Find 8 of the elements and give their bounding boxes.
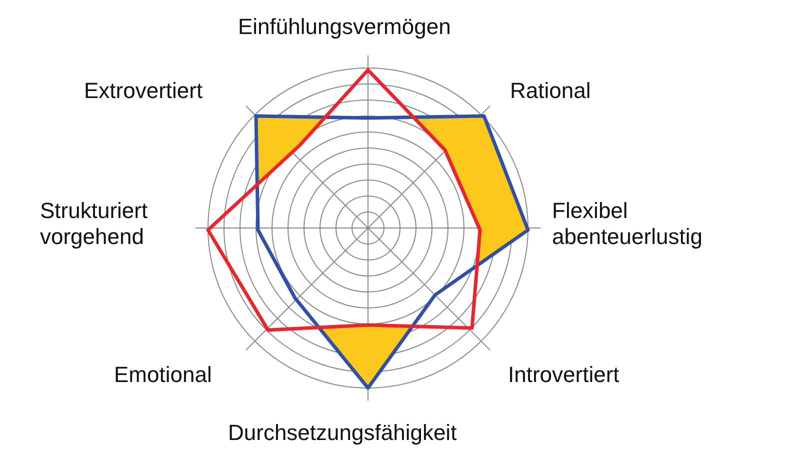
axis-label: Durchsetzungsfähigkeit [228,420,457,446]
axis-label: Rational [510,78,591,104]
axis-label: Flexibel abenteuerlustig [552,198,704,250]
axis-label: Einfühlungsvermögen [238,14,451,40]
axis-label: Introvertiert [508,362,620,388]
axis-label: Emotional [114,362,212,388]
axis-label: Extrovertiert [84,78,203,104]
axis-label: Strukturiert vorgehend [40,198,149,250]
